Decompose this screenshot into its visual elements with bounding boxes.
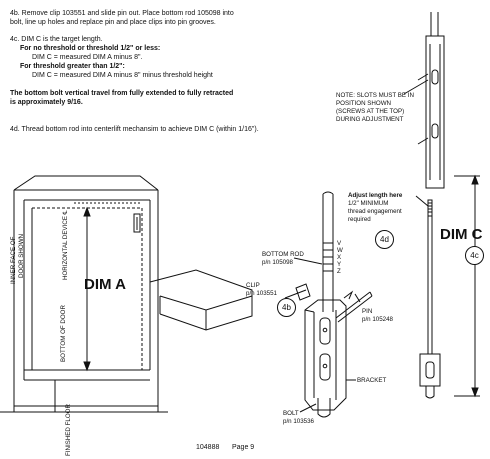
step-4c-line3: DIM C = measured DIM A minus 8". — [32, 54, 143, 61]
clip-pn: p/n 103551 — [246, 290, 277, 297]
rod-letter-w: W — [337, 247, 343, 254]
step-4c-line5: DIM C = measured DIM A minus 8" minus th… — [32, 72, 213, 79]
inner-face-label-2: DOOR SHOWN — [18, 234, 25, 278]
bottom-rod-label: BOTTOM ROD — [262, 251, 304, 258]
step-4c-line4: For threshold greater than 1/2": — [20, 63, 125, 70]
callout-4c: 4c — [465, 246, 484, 265]
note-line1: NOTE: SLOTS MUST BE IN — [336, 92, 414, 99]
rod-letter-v: V — [337, 240, 342, 247]
pin-label: PIN — [362, 308, 373, 315]
step-4c-line1: 4c. DIM C is the target length. — [10, 36, 103, 43]
step-4d: 4d. Thread bottom rod into centerlift me… — [10, 126, 259, 133]
travel-line2: is approximately 9/16. — [10, 99, 83, 106]
adjust-line1: Adjust length here — [348, 192, 403, 199]
inner-face-label-1: INNER FACE OF — [10, 236, 17, 284]
bolt-pn: p/n 103536 — [283, 418, 314, 425]
adjust-line3: thread engagement — [348, 208, 402, 215]
travel-line1: The bottom bolt vertical travel from ful… — [10, 90, 234, 97]
step-4b-line1: 4b. Remove clip 103551 and slide pin out… — [10, 10, 234, 17]
bolt-assembly-drawing — [284, 191, 373, 418]
bottom-of-door-label: BOTTOM OF DOOR — [60, 305, 67, 362]
finished-floor-label: FINISHED FLOOR — [65, 404, 72, 456]
rod-letter-z: Z — [337, 268, 341, 275]
pin-pn: p/n 105248 — [362, 316, 393, 323]
note-line3: (SCREWS AT THE TOP) — [336, 108, 405, 115]
adjust-line4: required — [348, 216, 371, 223]
footer-doc-number: 104888 — [196, 444, 220, 451]
centerlift-drawing — [403, 12, 480, 399]
bottom-rod-pn: p/n 105098 — [262, 259, 293, 266]
note-line2: POSITION SHOWN — [336, 100, 392, 107]
clip-label: CLIP — [246, 282, 260, 289]
rod-letter-x: X — [337, 254, 342, 261]
footer-page: Page 9 — [232, 444, 255, 451]
step-4c-line2: For no threshold or threshold 1/2" or le… — [20, 45, 161, 52]
callout-4b: 4b — [277, 298, 296, 317]
step-4b-line2: bolt, line up holes and replace pin and … — [10, 19, 216, 26]
adjust-line2: 1/2" MINIMUM — [348, 200, 389, 207]
door-frame-drawing — [0, 175, 253, 413]
dim-c-label: DIM C — [440, 226, 483, 243]
horizontal-device-label: HORIZONTAL DEVICE ℄ — [62, 210, 69, 280]
dim-a-label: DIM A — [84, 276, 126, 293]
bolt-label: BOLT — [283, 410, 299, 417]
rod-letter-y: Y — [337, 261, 342, 268]
callout-4d: 4d — [375, 230, 394, 249]
bracket-label: BRACKET — [357, 377, 387, 384]
note-line4: DURING ADJUSTMENT — [336, 116, 404, 123]
